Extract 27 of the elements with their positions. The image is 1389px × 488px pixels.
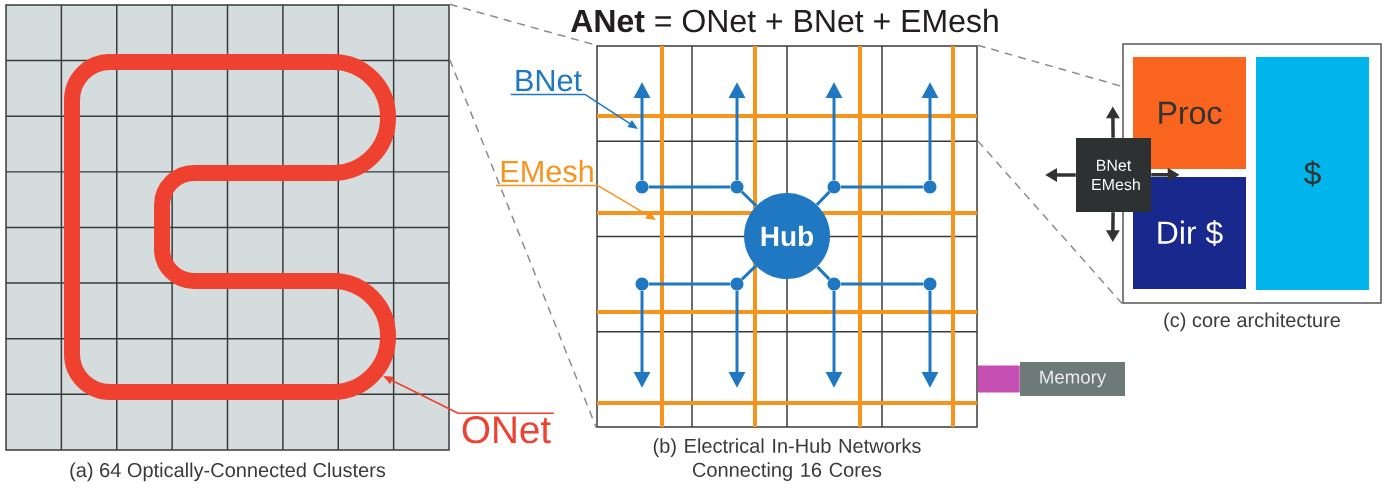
waveguide-loop: [64, 54, 396, 400]
zoom-line: [449, 58, 597, 429]
processor-block: Proc: [1133, 57, 1246, 169]
link-line: [740, 264, 757, 281]
panel-label: (c) core architecture: [1164, 312, 1340, 332]
zoom-line: [977, 44, 1123, 88]
router-box: BNet EMesh: [1076, 138, 1151, 212]
link-line: [816, 265, 831, 281]
network-label: EMesh: [501, 159, 593, 183]
panel-label: (b) Electrical In-Hub Networks Connecting 16 Cores: [653, 438, 921, 481]
link-line: [840, 185, 924, 189]
link-line: [648, 185, 731, 189]
network-label: BNet: [516, 69, 582, 92]
memory-box: Memory: [1020, 362, 1125, 396]
panel-label: (a) 64 Optically-Connected Clusters: [70, 462, 386, 482]
cache-block: $: [1256, 57, 1369, 290]
memory-link-bar: [977, 365, 1020, 393]
core-grid: [596, 45, 978, 428]
title: ANet = ONet + BNet + EMesh: [571, 8, 998, 33]
leader-arrow: [495, 184, 656, 220]
zoom-line: [977, 140, 1123, 305]
link-line: [740, 190, 758, 207]
leader-arrow: [509, 93, 638, 129]
link-line: [815, 190, 831, 206]
link-line: [840, 282, 924, 286]
network-label: ONet: [462, 416, 551, 444]
link-line: [648, 282, 731, 286]
